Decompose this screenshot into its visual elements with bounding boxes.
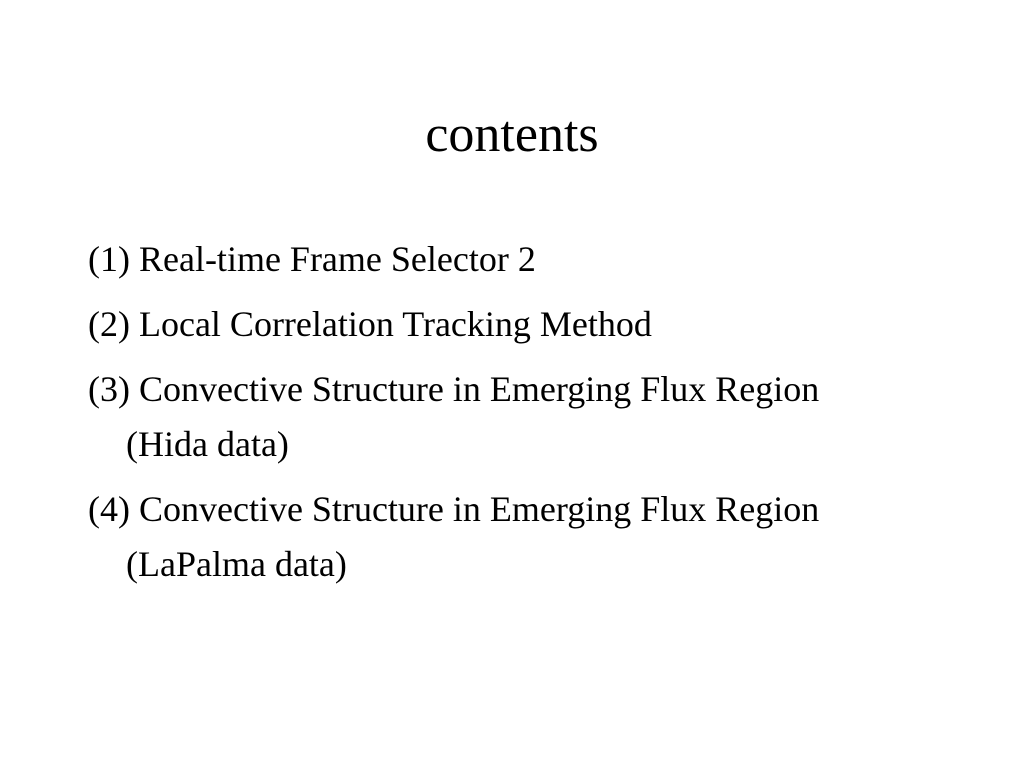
slide-title: contents <box>425 106 599 163</box>
contents-item-4: (4) Convective Structure in Emerging Flu… <box>88 489 820 584</box>
contents-item-1: (1) Real-time Frame Selector 2 <box>88 239 536 279</box>
contents-item-3: (3) Convective Structure in Emerging Flu… <box>88 369 820 464</box>
contents-list: (1) Real-time Frame Selector 2 (2) Local… <box>88 232 908 602</box>
contents-item-2: (2) Local Correlation Tracking Method <box>88 304 652 344</box>
